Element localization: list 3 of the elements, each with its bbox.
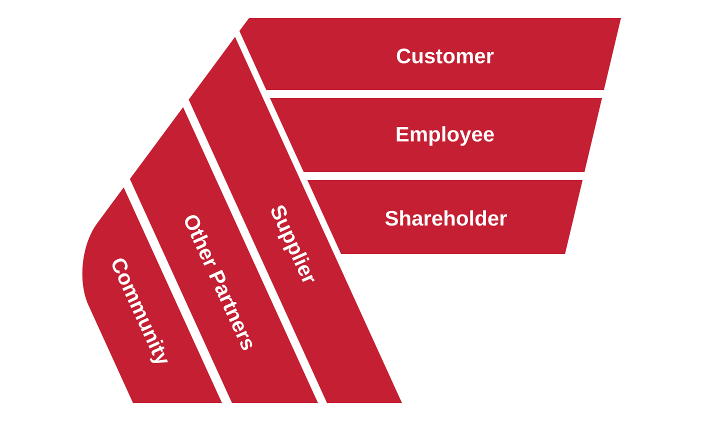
horizontal-band: Customer xyxy=(239,18,621,90)
horizontal-band: Employee xyxy=(270,98,602,172)
horizontal-band: Shareholder xyxy=(307,180,583,254)
